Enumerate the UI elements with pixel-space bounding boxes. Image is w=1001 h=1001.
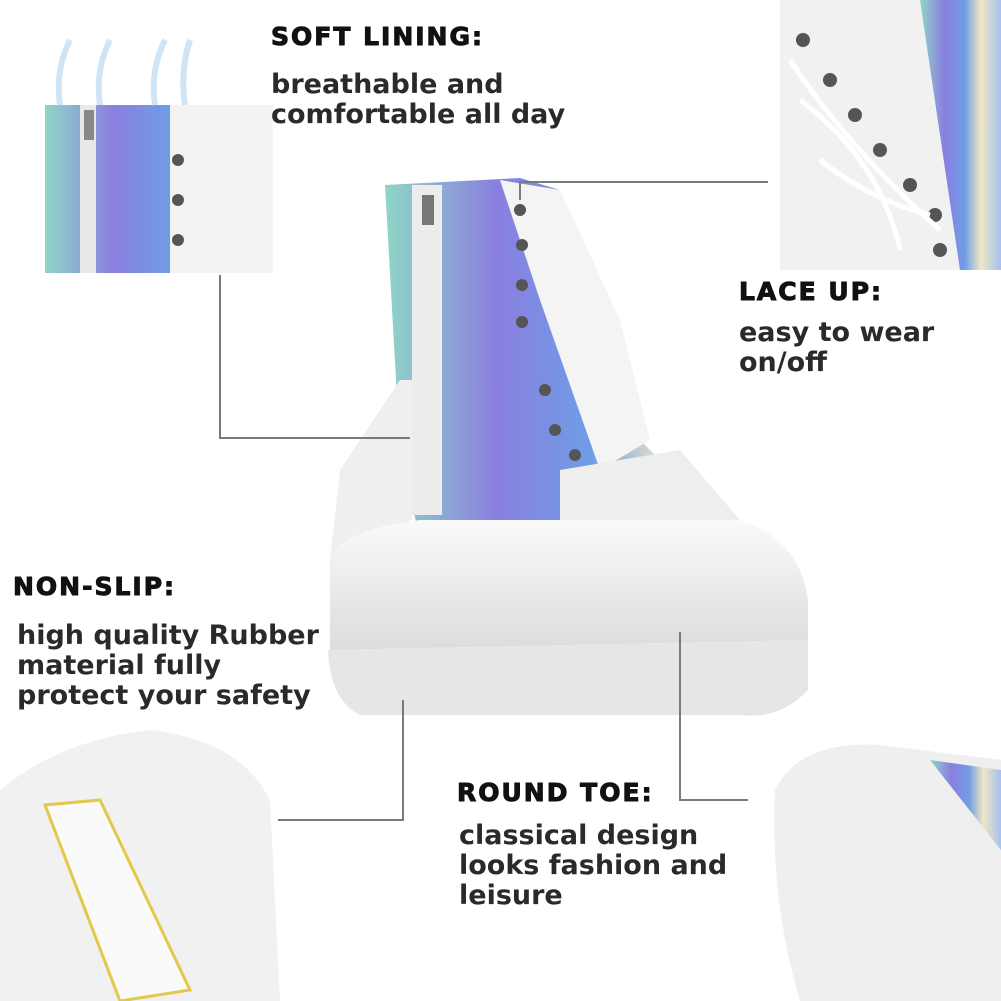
non-slip-callout-line [278,700,404,821]
description-line: looks fashion and [459,850,728,881]
toe-detail-image [774,744,1001,1001]
main-boot-image [328,178,808,716]
non-slip-title: NON-SLIP: [12,572,177,602]
description-line: easy to wear [739,317,935,348]
round-toe-title: ROUND TOE: [457,778,654,808]
lace-up-title: LACE UP: [738,277,884,307]
lace-detail-image [780,0,1001,270]
soft-lining-title: SOFT LINING: [271,22,484,52]
soft-lining-description: breathable and comfortable all day [271,70,565,130]
non-slip-description: high quality Rubber material fully prote… [17,621,319,711]
outsole-detail-image [0,730,280,1001]
description-line: comfortable all day [271,99,566,130]
description-line: leisure [459,880,563,911]
description-line: material fully [17,650,222,681]
round-toe-callout-line [679,632,748,801]
lace-up-callout-line [519,181,768,200]
lace-up-description: easy to wear on/off [739,318,934,378]
description-line: high quality Rubber [17,620,319,651]
description-line: breathable and [271,69,504,100]
soft-lining-callout-line [219,275,410,439]
description-line: classical design [459,820,699,851]
description-line: protect your safety [17,680,311,711]
description-line: on/off [739,347,828,378]
lining-detail-image [45,38,273,273]
round-toe-description: classical design looks fashion and leisu… [459,821,727,911]
